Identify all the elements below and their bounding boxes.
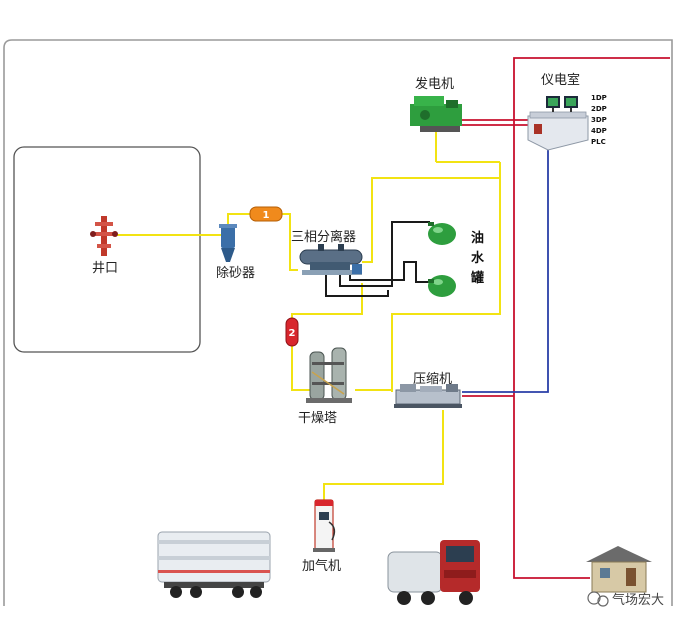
gas-line-marker2-dryer (291, 346, 310, 391)
signal-lines (462, 148, 549, 393)
separator-label: 三相分离器 (291, 229, 356, 245)
panel-item: 3DP (591, 116, 607, 124)
power-line-main (513, 57, 670, 579)
control-room-icon (527, 96, 589, 151)
gas-lines (112, 128, 501, 500)
dryer-icon (306, 347, 352, 403)
liquid-line-water (349, 261, 430, 283)
watermark-text: 气场宏大 (612, 592, 664, 608)
control-room-label: 仪电室 (541, 72, 580, 88)
watermark: 气场宏大 (587, 591, 664, 608)
marker-1: 1 (249, 206, 283, 222)
gas-line-compressor-dispenser (323, 410, 444, 500)
tank-label-3: 罐 (470, 270, 484, 286)
well-site-boundary (13, 146, 201, 353)
panel-item: 2DP (591, 105, 607, 113)
dispenser-icon (313, 499, 336, 552)
house-icon (586, 546, 652, 593)
tube-trailer-icon (157, 531, 271, 598)
gas-line-marker1-separator (282, 213, 298, 271)
tanker-truck-icon (387, 540, 480, 605)
liquid-lines (325, 221, 430, 297)
gas-line-generator-compressor (391, 162, 501, 392)
generator-icon (410, 96, 462, 132)
desander-label: 除砂器 (216, 266, 255, 281)
panel-item: 1DP (591, 94, 607, 102)
gas-line-separator-generator (362, 164, 501, 263)
panel-list: 1DP 2DP 3DP 4DP PLC (591, 94, 607, 146)
power-lines (460, 57, 670, 579)
liquid-line-oil (339, 221, 430, 287)
separator-icon (299, 244, 363, 275)
desander-icon (219, 224, 237, 262)
liquid-line-return (325, 275, 389, 297)
tank-label-2: 水 (471, 250, 485, 266)
wellhead-label: 井口 (92, 261, 118, 276)
compressor-icon (394, 384, 462, 408)
marker-1-label: 1 (263, 210, 270, 221)
panel-item: 4DP (591, 127, 607, 135)
signal-line-room-compressor (462, 148, 549, 393)
tank-label-1: 油 (471, 230, 484, 246)
wellhead-icon (90, 216, 118, 256)
oil-tank-icon (428, 222, 456, 245)
water-tank-icon (428, 275, 456, 297)
marker-2-label: 2 (289, 328, 296, 339)
compressor-label: 压缩机 (413, 371, 452, 387)
generator-label: 发电机 (415, 76, 454, 92)
dryer-label: 干燥塔 (298, 411, 337, 426)
marker-2: 2 (285, 317, 299, 347)
outer-frame (3, 39, 673, 606)
dispenser-label: 加气机 (302, 558, 341, 574)
gas-line-separator-marker2 (291, 283, 363, 318)
panel-item: PLC (591, 138, 606, 146)
